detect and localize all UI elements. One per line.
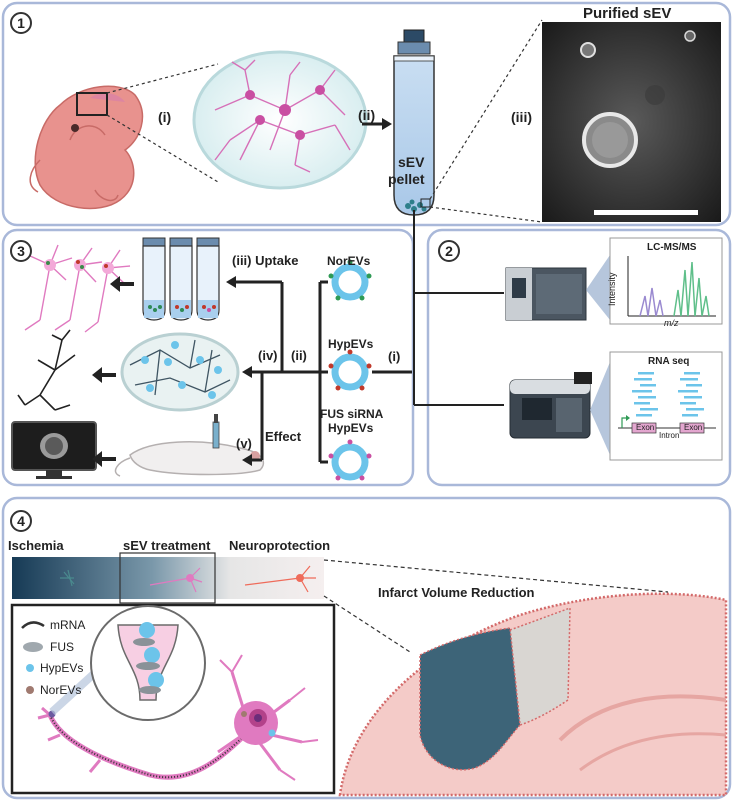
vesicle-hypevs — [328, 349, 372, 391]
flow-arrowheads-panel3 — [226, 276, 252, 466]
zoom-line-em-bottom — [429, 206, 543, 223]
legend-mrna-label: mRNA — [50, 618, 86, 632]
infarct-guide-bottom — [323, 595, 411, 653]
pellet-label-line1: sEV — [398, 154, 425, 170]
neuron-culture-dish — [192, 50, 368, 190]
bar-neurons — [60, 565, 316, 593]
infarct-guide-top — [323, 559, 669, 593]
fus-sirna-label-line1: FUS siRNA — [320, 407, 384, 421]
zoom-line-top — [106, 63, 219, 94]
brain-section — [338, 592, 728, 797]
pellet-label-line2: pellet — [388, 171, 425, 187]
rnaseq-zoom-wedge — [590, 362, 610, 455]
panel-2-number: 2 — [438, 240, 460, 262]
uptake-label: (iii) Uptake — [232, 253, 299, 268]
lcms-title: LC-MS/MS — [647, 242, 697, 253]
sequencer-instrument — [509, 372, 592, 439]
panel-4-number: 4 — [10, 510, 32, 532]
em-micrograph — [542, 22, 721, 222]
treatment-window — [119, 552, 216, 604]
lcms-ylabel: Intensity — [607, 272, 617, 306]
step-i-label: (i) — [158, 109, 172, 125]
inset-legend-icons — [21, 621, 45, 694]
zoom-line-em-top — [429, 19, 543, 200]
rnaseq-plot — [618, 372, 716, 434]
uptake-tubes — [142, 237, 220, 321]
em-title: Purified sEV — [583, 5, 672, 22]
step-ii-label: (ii) — [358, 107, 376, 123]
fus-sirna-label-line2: HypEVs — [328, 421, 374, 435]
step-v-label: (v) — [236, 436, 252, 451]
step-ii-label-p3: (ii) — [291, 348, 307, 363]
lcms-xlabel: m/z — [664, 318, 679, 328]
panel-3-number: 3 — [10, 240, 32, 262]
centrifuge-tube — [393, 29, 435, 216]
rnaseq-title: RNA seq — [648, 356, 690, 367]
step-i-label-p3: (i) — [388, 349, 401, 364]
spine-magnifier — [90, 605, 206, 721]
exon-2-label: Exon — [684, 423, 703, 432]
infarct-label: Infarct Volume Reduction — [378, 585, 535, 600]
lcms-plot — [627, 256, 716, 317]
uptake-neuron-somas — [44, 259, 114, 274]
arrow-ii-head — [382, 118, 392, 130]
exon-1-label: Exon — [636, 423, 655, 432]
rnaseq-plot-frame — [609, 351, 723, 461]
vesicle-norevs — [328, 259, 372, 301]
sev-treatment-label: sEV treatment — [123, 538, 211, 553]
step-iii-label: (iii) — [511, 109, 532, 125]
intron-label: Intron — [659, 431, 680, 440]
embryo-illustration — [29, 85, 144, 210]
mass-spec-instrument — [505, 267, 587, 321]
neuron-body-inset — [217, 654, 319, 781]
outcome-arrows — [92, 276, 134, 467]
panel-1-number: 1 — [10, 12, 32, 34]
neuron-axon — [37, 706, 252, 780]
zoom-line-bottom — [106, 114, 219, 183]
mouse-illustration — [114, 414, 265, 477]
embryo-region-box — [76, 92, 108, 116]
legend-fus-label: FUS — [50, 640, 74, 654]
legend-hypevs-label: HypEVs — [40, 661, 84, 675]
bar-neuron-soma-treated — [186, 574, 194, 582]
connector-lines — [413, 210, 504, 406]
ischemia-label: Ischemia — [8, 538, 64, 553]
neuron-tracing — [17, 329, 76, 411]
flow-lines-panel3 — [232, 280, 412, 464]
step-iv-label: (iv) — [258, 348, 278, 363]
norevs-label: NorEVs — [327, 254, 371, 268]
neuroprotection-label: Neuroprotection — [229, 538, 331, 553]
treatment-dish — [120, 332, 240, 412]
bar-neuron-soma-protected — [296, 574, 304, 582]
lcms-zoom-wedge — [586, 255, 610, 320]
vesicle-fus-sirna-hypevs — [328, 439, 372, 481]
legend-norevs-label: NorEVs — [40, 683, 82, 697]
mri-monitor — [11, 421, 97, 479]
treatment-gradient-bar — [12, 557, 324, 599]
uptake-neurons — [24, 244, 131, 333]
effect-label: Effect — [265, 429, 302, 444]
hypevs-label: HypEVs — [328, 337, 374, 351]
